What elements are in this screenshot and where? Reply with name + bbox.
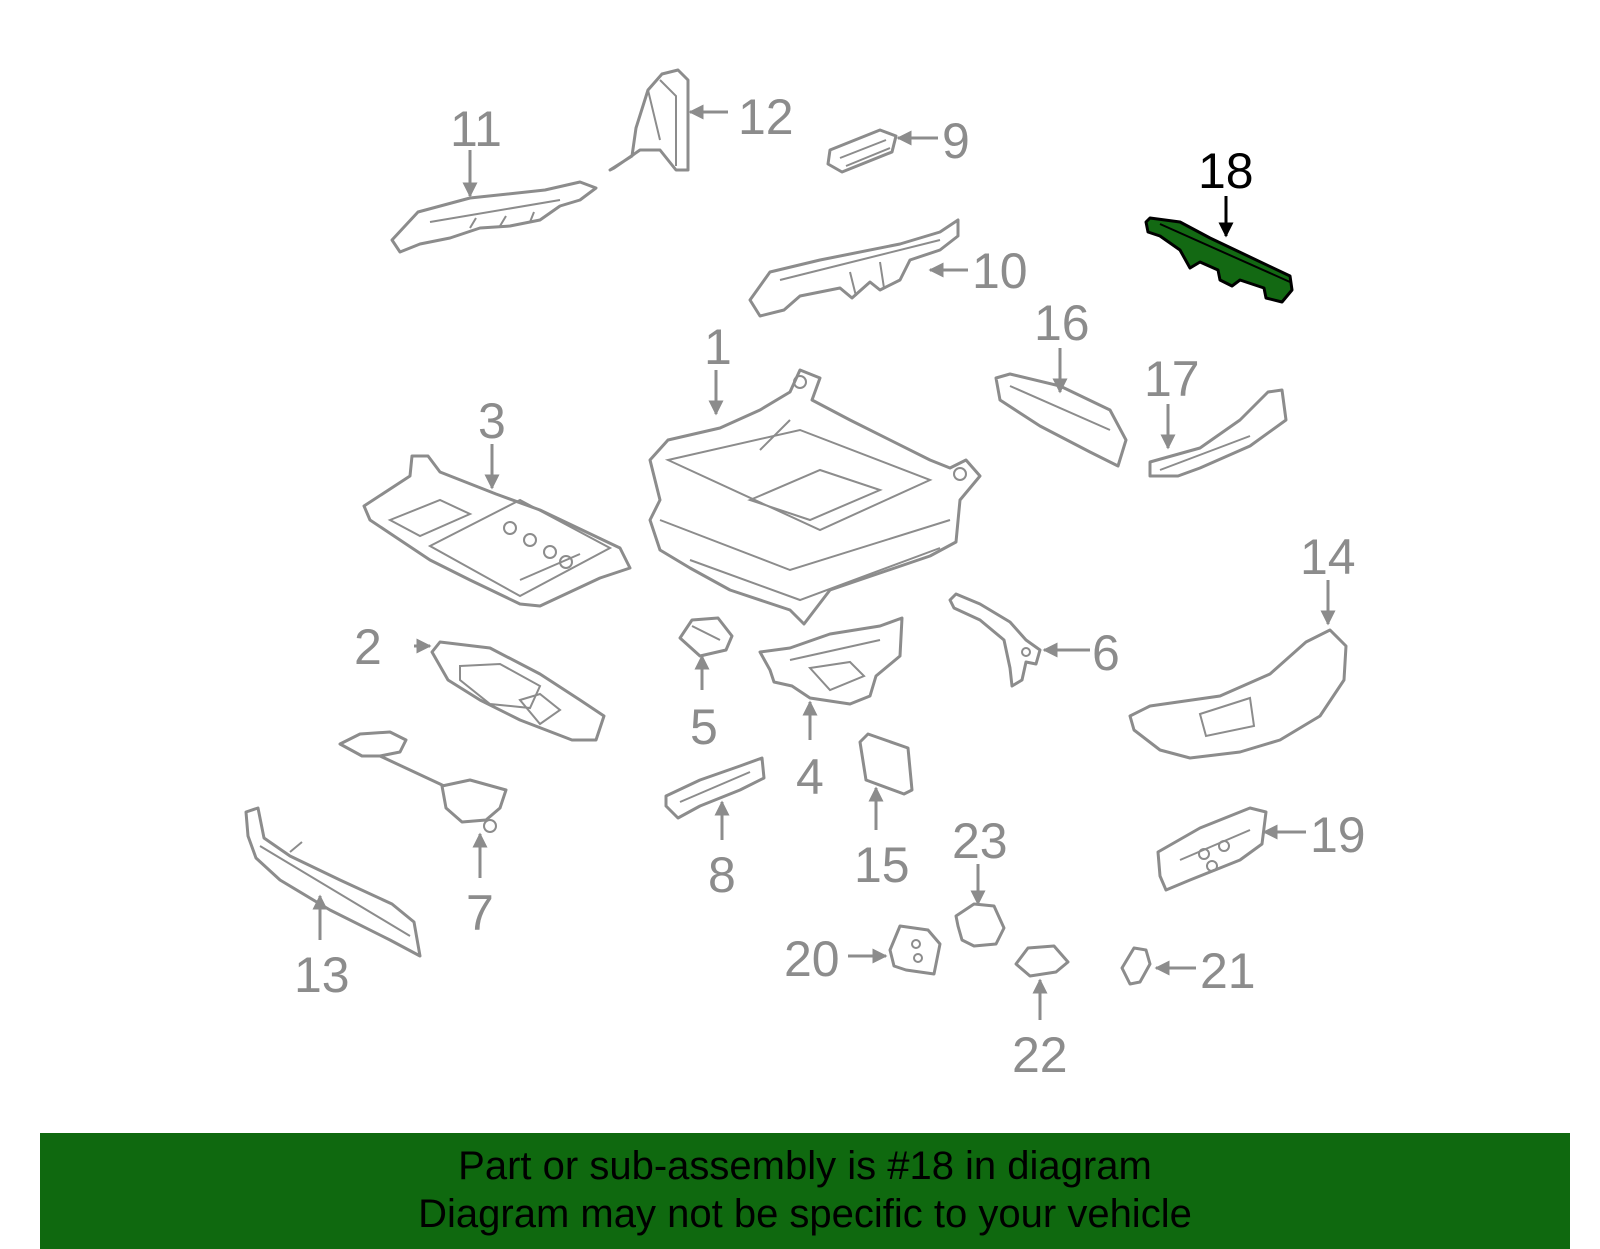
part-16[interactable] xyxy=(994,372,1128,468)
part-1[interactable] xyxy=(648,368,982,626)
part-8[interactable] xyxy=(664,756,766,820)
callout-10: 10 xyxy=(972,243,1028,299)
part-7[interactable] xyxy=(338,730,508,833)
callout-7: 7 xyxy=(466,885,494,941)
callout-arrows xyxy=(312,104,1336,1020)
callout-20: 20 xyxy=(784,931,840,987)
part-10[interactable] xyxy=(748,218,960,318)
part-9[interactable] xyxy=(826,128,898,174)
callout-23: 23 xyxy=(952,813,1008,869)
callout-8: 8 xyxy=(708,847,736,903)
callout-16: 16 xyxy=(1034,295,1090,351)
callout-17: 17 xyxy=(1144,351,1200,407)
part-4[interactable] xyxy=(758,616,904,706)
callout-6: 6 xyxy=(1092,625,1120,681)
callout-5: 5 xyxy=(690,699,718,755)
part-19[interactable] xyxy=(1156,806,1268,892)
part-13[interactable] xyxy=(244,806,422,958)
callout-9: 9 xyxy=(942,113,970,169)
part-22[interactable] xyxy=(1014,944,1070,978)
part-5[interactable] xyxy=(678,616,734,658)
callout-2: 2 xyxy=(354,619,382,675)
part-12[interactable] xyxy=(608,68,690,172)
part-15[interactable] xyxy=(858,732,914,796)
part-17[interactable] xyxy=(1148,388,1288,478)
callout-19: 19 xyxy=(1310,807,1366,863)
part-18-highlighted[interactable] xyxy=(1144,216,1294,304)
callout-4: 4 xyxy=(796,749,824,805)
callout-21: 21 xyxy=(1200,943,1256,999)
callout-14: 14 xyxy=(1300,529,1356,585)
banner-part-note: Part or sub-assembly is #18 in diagram xyxy=(458,1144,1152,1188)
callout-22: 22 xyxy=(1012,1027,1068,1083)
part-3[interactable] xyxy=(362,454,632,608)
info-banner: Part or sub-assembly is #18 in diagram D… xyxy=(40,1133,1570,1249)
part-14[interactable] xyxy=(1128,628,1348,760)
callout-11: 11 xyxy=(450,101,502,157)
part-23[interactable] xyxy=(954,902,1006,948)
part-6[interactable] xyxy=(948,592,1042,688)
part-2[interactable] xyxy=(430,640,606,742)
callout-18: 18 xyxy=(1198,143,1254,199)
callout-labels: 11 12 9 10 18 16 1 17 3 14 2 6 5 4 19 8 … xyxy=(294,89,1366,1083)
part-21[interactable] xyxy=(1120,946,1152,986)
callout-1: 1 xyxy=(704,319,732,375)
part-11[interactable] xyxy=(390,180,598,254)
callout-3: 3 xyxy=(478,393,506,449)
callout-12: 12 xyxy=(738,89,794,145)
callout-15: 15 xyxy=(854,837,910,893)
callout-13: 13 xyxy=(294,947,350,1003)
part-20[interactable] xyxy=(888,924,942,976)
banner-disclaimer: Diagram may not be specific to your vehi… xyxy=(418,1192,1192,1236)
